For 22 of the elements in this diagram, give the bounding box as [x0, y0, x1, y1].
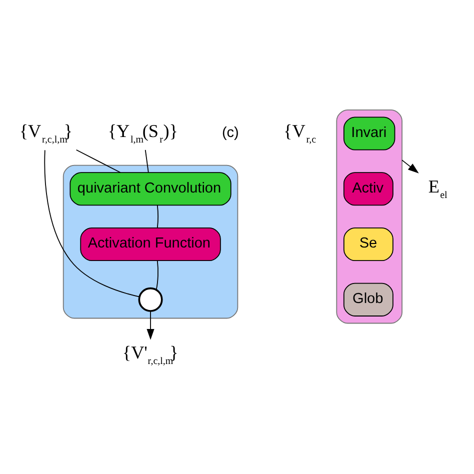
node-box: Glob	[343, 282, 394, 316]
connector	[156, 260, 158, 290]
node-box: Activation Function	[80, 227, 221, 262]
node-text: E$_{el}$	[428, 176, 448, 202]
label: (c)	[222, 124, 239, 141]
connector	[76, 149, 121, 173]
node-text: {V'$_{r,c,l,m}$}	[122, 342, 178, 368]
node-circle	[138, 287, 163, 312]
connector	[44, 150, 140, 298]
connector	[144, 149, 149, 173]
node-text: {Y$_{l,m}$(S$_{r}$)}	[108, 121, 178, 146]
arrow	[402, 160, 419, 174]
cluster	[336, 109, 402, 324]
connector	[156, 204, 158, 228]
cluster	[62, 164, 238, 319]
node-box: Activ	[343, 172, 394, 206]
node-box: Se	[343, 227, 394, 262]
node-box: Invari	[343, 116, 396, 150]
node-text: {V$_{r,c,l,m}$}	[19, 121, 73, 146]
node-box: quivariant Convolution	[70, 172, 232, 206]
arrow	[146, 310, 154, 340]
node-text: {V$_{r,c}$	[284, 121, 316, 146]
